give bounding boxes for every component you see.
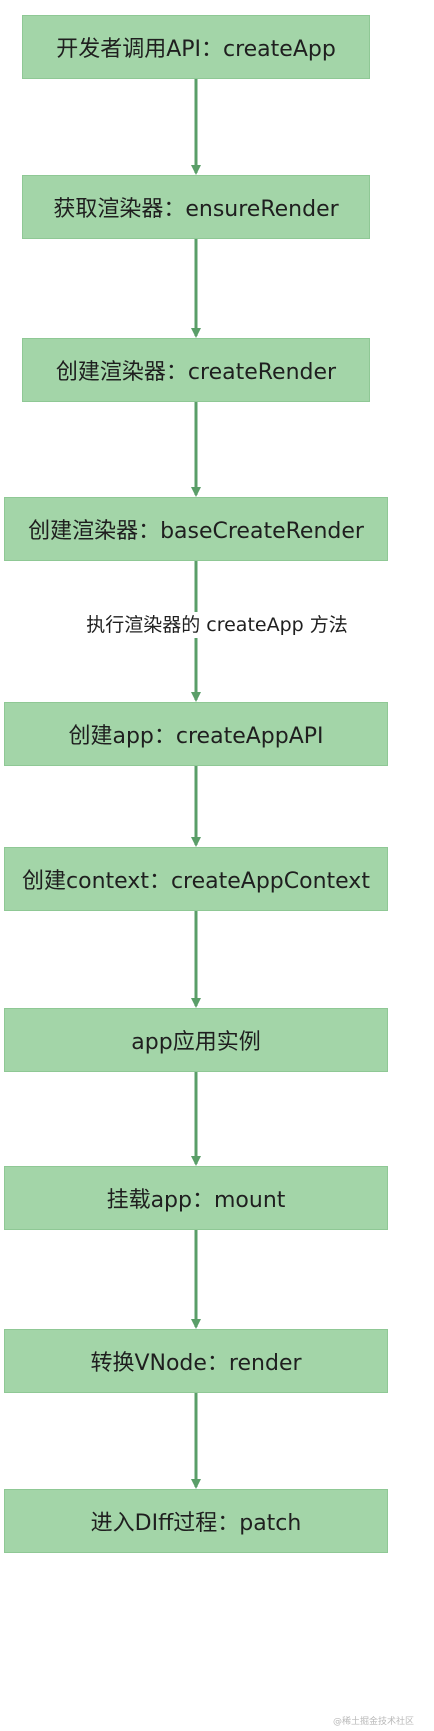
- flow-node-create-app: 开发者调用API：createApp: [22, 15, 370, 79]
- flow-node-mount: 挂载app：mount: [4, 1166, 388, 1230]
- flow-node-render: 转换VNode：render: [4, 1329, 388, 1393]
- flow-node-base-create-render: 创建渲染器：baseCreateRender: [4, 497, 388, 561]
- flow-node-create-app-context: 创建context：createAppContext: [4, 847, 388, 911]
- edge-label-execute-create-app: 执行渲染器的 createApp 方法: [0, 612, 434, 638]
- flow-node-app-instance: app应用实例: [4, 1008, 388, 1072]
- watermark: @稀土掘金技术社区: [332, 1717, 414, 1727]
- flow-node-ensure-render: 获取渲染器：ensureRender: [22, 175, 370, 239]
- flow-node-create-app-api: 创建app：createAppAPI: [4, 702, 388, 766]
- flow-node-create-render: 创建渲染器：createRender: [22, 338, 370, 402]
- flow-node-patch: 进入DIff过程：patch: [4, 1489, 388, 1553]
